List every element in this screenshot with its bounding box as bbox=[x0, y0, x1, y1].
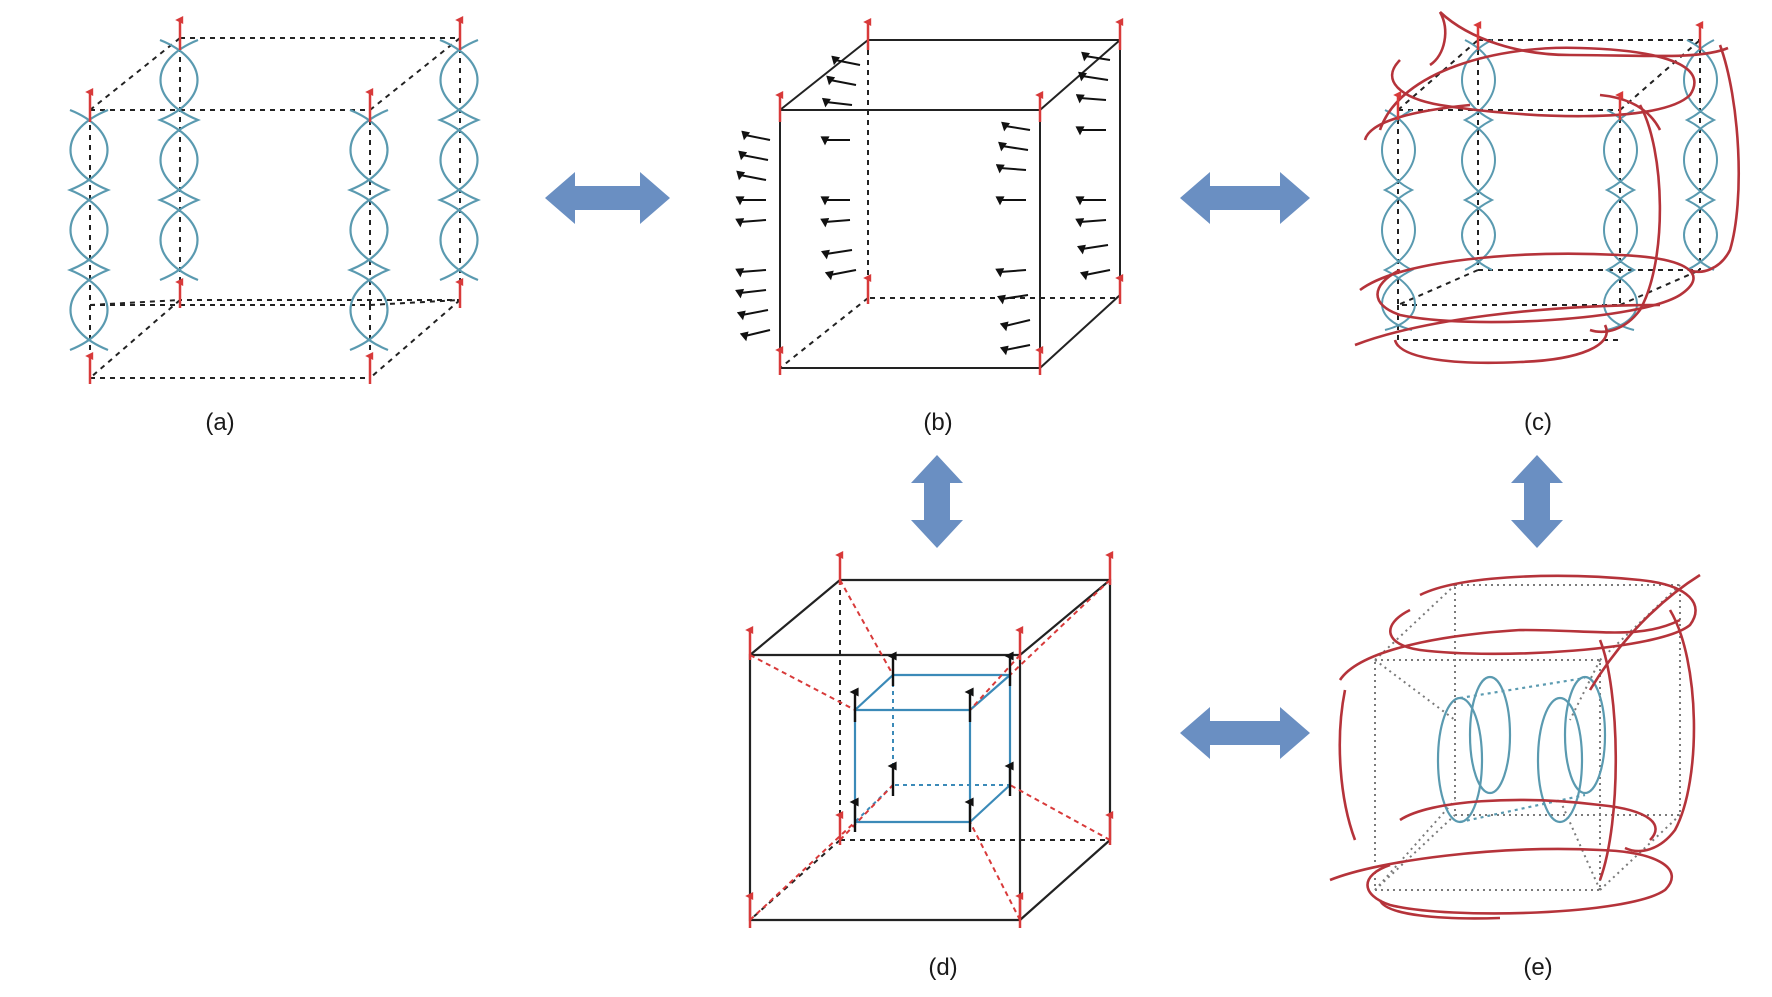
connector-arrows bbox=[545, 172, 1563, 759]
panel-c-vortex-chains bbox=[1381, 39, 1718, 331]
panel-c-red-strings bbox=[1354, 11, 1741, 365]
panel-d-spin-arrows bbox=[745, 551, 1114, 928]
panel-d-red-links bbox=[749, 579, 1111, 921]
double-arrow-d-e bbox=[1180, 707, 1310, 759]
label-a: (a) bbox=[205, 409, 234, 436]
double-arrow-b-c bbox=[1180, 172, 1310, 224]
panel-c-spin-arrows bbox=[1393, 21, 1704, 120]
double-arrow-a-b bbox=[545, 172, 670, 224]
double-arrow-c-e bbox=[1511, 455, 1563, 548]
panel-a-vortex-chains bbox=[67, 38, 481, 352]
panel-b bbox=[735, 18, 1124, 375]
panel-d-inner-arrows bbox=[849, 651, 1014, 832]
panel-a-spin-arrows bbox=[85, 16, 464, 384]
panel-c bbox=[1354, 11, 1741, 365]
panel-a-cube-edges bbox=[89, 37, 461, 379]
panel-a bbox=[67, 16, 481, 384]
panel-b-cube-hidden bbox=[779, 40, 1120, 369]
panel-e-red-strings bbox=[1329, 573, 1701, 920]
label-c: (c) bbox=[1524, 409, 1552, 436]
panel-e bbox=[1329, 573, 1701, 920]
panel-d bbox=[745, 551, 1114, 928]
double-arrow-b-d bbox=[911, 455, 963, 548]
panel-e-inner-loops bbox=[1436, 675, 1607, 824]
panel-b-chain-arrows bbox=[735, 51, 1111, 356]
panel-b-cube-solid bbox=[779, 39, 1121, 369]
panel-b-spin-arrows bbox=[775, 18, 1124, 375]
panel-e-cube-edges bbox=[1374, 584, 1681, 891]
label-e: (e) bbox=[1523, 954, 1552, 981]
label-d: (d) bbox=[928, 954, 957, 981]
panel-c-cube-edges bbox=[1397, 39, 1701, 341]
label-b: (b) bbox=[923, 409, 952, 436]
